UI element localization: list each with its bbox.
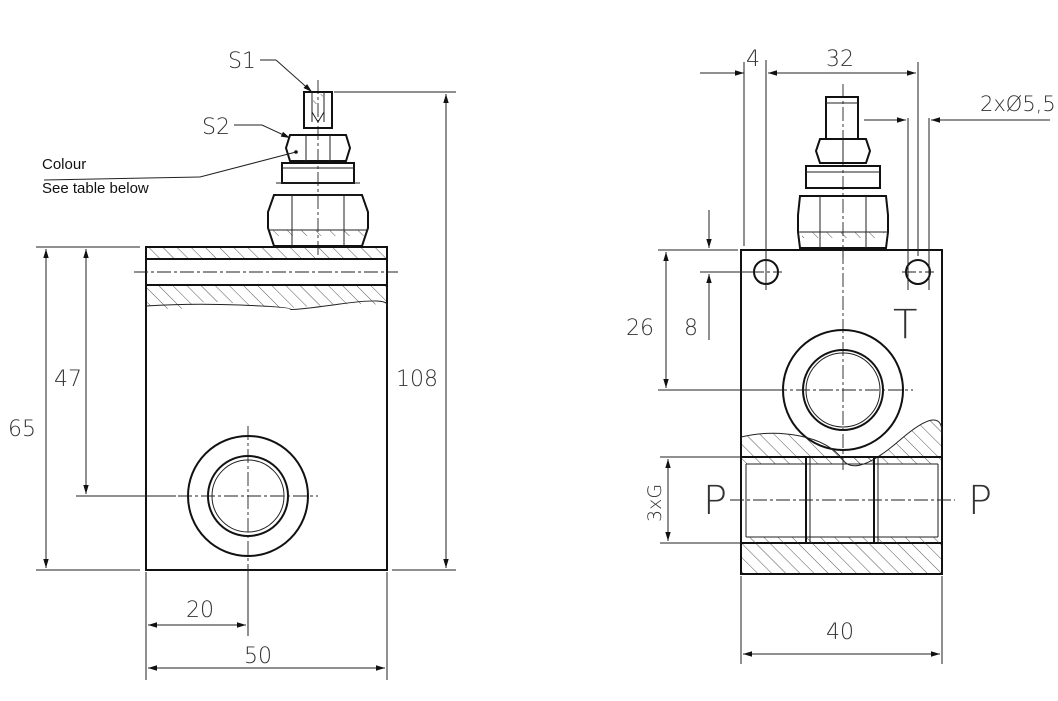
- dim-width-20: 20: [186, 598, 214, 623]
- dim-top-32: 32: [826, 47, 854, 72]
- side-view-cartridge: [267, 80, 369, 255]
- dim-height-47: 47: [54, 367, 82, 392]
- label-thread: 3xG: [644, 484, 666, 522]
- label-port-t: T: [893, 302, 917, 348]
- dim-height-26: 26: [626, 316, 654, 341]
- label-colour: Colour: [42, 156, 86, 173]
- front-view: T P P 3xG 4 32 2xØ5,5 26 8 40: [626, 47, 1056, 664]
- label-see-table: See table below: [42, 180, 149, 197]
- label-s1: S1: [228, 49, 256, 74]
- dim-height-108: 108: [396, 367, 438, 392]
- front-view-body: [740, 249, 943, 575]
- dim-height-65: 65: [8, 417, 36, 442]
- label-port-p-left: P: [703, 478, 727, 524]
- dim-width-50: 50: [244, 644, 272, 669]
- label-port-p-right: P: [968, 478, 992, 524]
- side-view: S1 S2 Colour See table below 65 47 108 2…: [8, 49, 456, 680]
- dim-top-4: 4: [746, 47, 760, 72]
- dim-holes: 2xØ5,5: [980, 92, 1056, 116]
- dim-width-40: 40: [826, 620, 854, 645]
- dim-height-8: 8: [684, 316, 698, 341]
- front-view-cartridge: [797, 84, 889, 258]
- side-view-body: [145, 246, 388, 571]
- label-s2: S2: [202, 115, 230, 140]
